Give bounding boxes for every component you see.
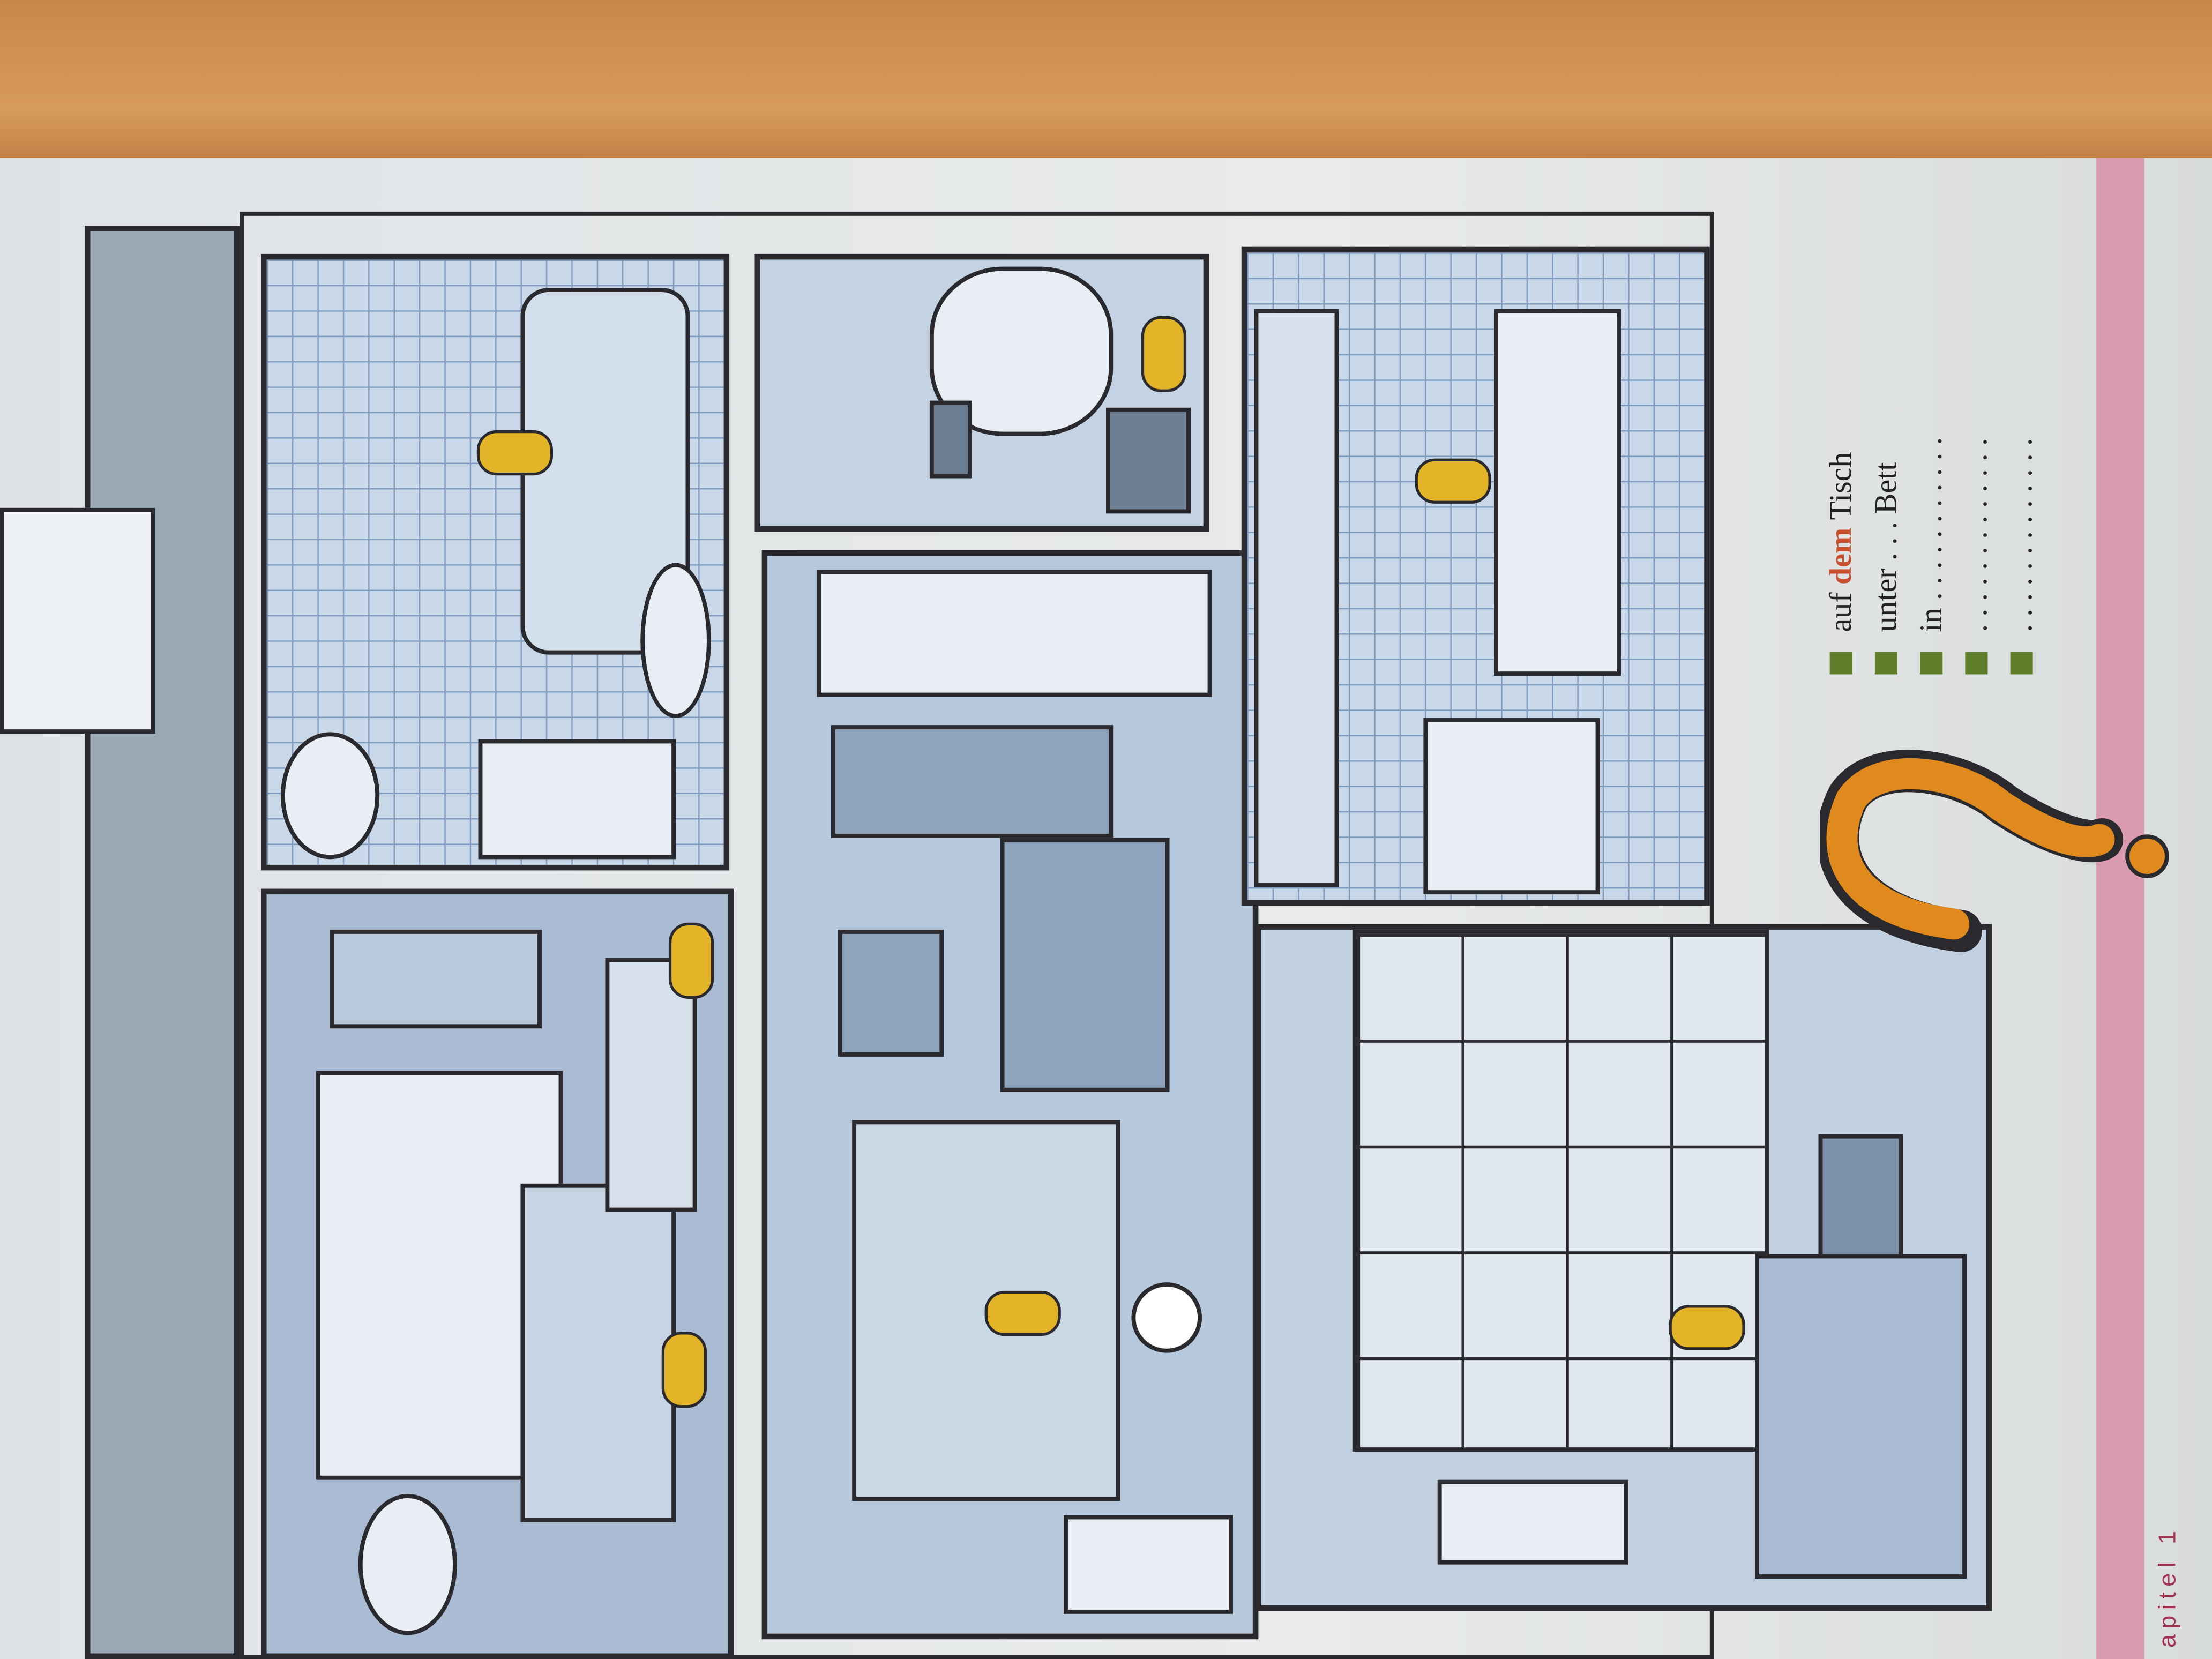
exercise-item: . . . . . . . . . . . . . xyxy=(1958,438,1994,675)
rug-illustration xyxy=(605,958,697,1212)
item-blank: . . . . . . . . . . . xyxy=(1912,437,1948,600)
bullet-square-icon xyxy=(1965,652,1988,675)
item-prefix: auf xyxy=(1822,592,1858,632)
bird-character xyxy=(984,1290,1061,1336)
exercise-item: auf dem Tisch xyxy=(1822,452,1859,675)
bird-character xyxy=(668,922,714,999)
box-illustration xyxy=(1064,1515,1233,1614)
bath-mat-illustration xyxy=(640,563,711,719)
kitchen-cabinets-illustration xyxy=(1254,309,1339,887)
bird-character xyxy=(1141,316,1187,392)
house-exterior-wall xyxy=(84,226,240,1659)
desk-illustration xyxy=(817,570,1212,697)
ball-illustration xyxy=(1131,1282,1202,1353)
balcony-illustration xyxy=(0,507,155,734)
item-noun: Tisch xyxy=(1822,452,1858,520)
item-blank: . . . . . . . . . . . . . xyxy=(1958,438,1994,632)
exercise-item: unter . . . Bett xyxy=(1868,462,1904,675)
question-mark-icon xyxy=(1820,750,2169,953)
room-kitchen xyxy=(1241,246,1710,906)
bullet-square-icon xyxy=(1874,652,1897,675)
picture-illustration xyxy=(358,1494,457,1635)
mirror-illustration xyxy=(280,732,380,860)
sink-cabinet-illustration xyxy=(478,739,676,860)
bookshelf-illustration xyxy=(831,725,1114,838)
bird-character xyxy=(661,1332,707,1408)
exercise-item: in . . . . . . . . . . . xyxy=(1913,437,1949,675)
bird-character xyxy=(1669,1305,1745,1350)
room-bathroom xyxy=(261,253,730,871)
item-blank: . . . xyxy=(1867,521,1903,561)
room-living-room xyxy=(1256,924,1992,1611)
bird-character xyxy=(476,430,554,476)
stove-illustration xyxy=(1423,718,1600,895)
bullet-square-icon xyxy=(1920,652,1943,675)
item-blank: . . . . . . . . . . . . . xyxy=(2003,438,2039,632)
item-article: dem xyxy=(1822,527,1858,585)
mat-illustration xyxy=(1106,407,1191,514)
picture-illustration xyxy=(1437,1479,1628,1565)
armchair-illustration xyxy=(1755,1254,1967,1579)
room-bedroom xyxy=(261,888,734,1659)
item-noun: Bett xyxy=(1867,462,1903,514)
chapter-label: apitel 1 xyxy=(2154,1525,2181,1648)
bird-character xyxy=(1415,458,1491,504)
shelf-wall-illustration xyxy=(1352,929,1769,1452)
bed-illustration xyxy=(520,1183,676,1522)
bullet-square-icon xyxy=(1829,652,1852,675)
toilet-paper-illustration xyxy=(929,400,972,479)
chair-illustration xyxy=(1000,838,1170,1092)
wooden-table xyxy=(0,0,2212,184)
item-prefix: in xyxy=(1912,608,1948,632)
room-toilet xyxy=(754,253,1209,532)
window-illustration xyxy=(330,929,542,1029)
page-margin-stripe xyxy=(2096,158,2144,1659)
room-kids-room xyxy=(761,550,1259,1640)
dining-table-illustration xyxy=(1494,309,1621,676)
exercise-item: . . . . . . . . . . . . . xyxy=(2003,438,2039,675)
poster-illustration xyxy=(838,929,944,1057)
bullet-square-icon xyxy=(2010,652,2033,675)
item-prefix: unter xyxy=(1867,568,1903,632)
